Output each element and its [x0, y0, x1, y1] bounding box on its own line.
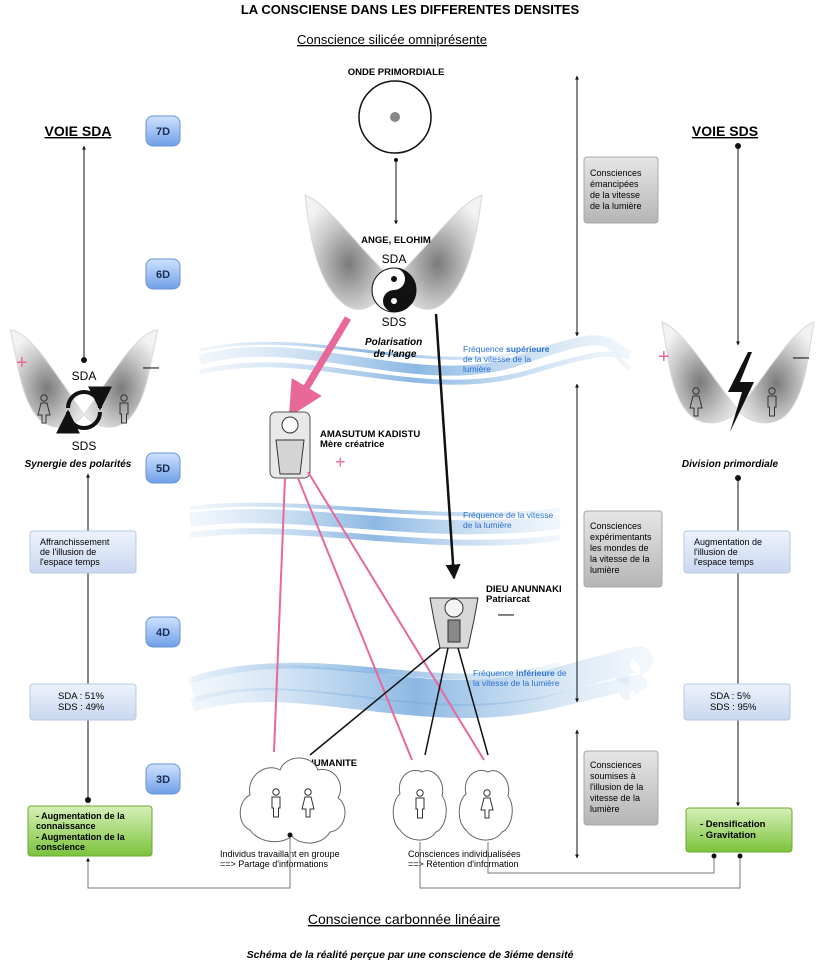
- box-emancipees-text: Consciences émancipées de la vitesse de …: [590, 168, 644, 211]
- box-soumises-text: Consciences soumises à l'illusion de la …: [590, 760, 646, 814]
- sda-dot: [81, 357, 87, 363]
- black-line-woman: [457, 647, 489, 756]
- individual-caption: Consciences individualisées ==> Rétentio…: [408, 849, 523, 869]
- sds-plus-sign: +: [658, 346, 670, 368]
- sda-plus-sign: +: [16, 352, 28, 374]
- density-badge-5d: 5D: [145, 452, 181, 484]
- sda-box-affranchissement: [29, 530, 137, 574]
- anunnaki-minus-sign: —: [498, 606, 514, 623]
- sds-caption: Division primordiale: [682, 459, 779, 470]
- box-emancipees: [583, 156, 659, 224]
- sds-box-densification-text: - Densification - Gravitation: [700, 819, 768, 841]
- density-badge-label: 6D: [156, 269, 170, 281]
- bottom-label: Conscience carbonnée linéaire: [308, 911, 500, 927]
- woman-cloud-icon: [458, 770, 513, 841]
- freq-lumiere-label: Fréquence de la vitesse de la lumière: [463, 510, 556, 530]
- density-badge-label: 5D: [156, 463, 170, 475]
- density-badge-6d: 6D: [145, 258, 181, 290]
- sda-box-ratio: [29, 683, 137, 721]
- ange-sda-label: SDA: [382, 252, 407, 266]
- man-cloud-icon: [392, 770, 447, 841]
- density-badge-7d: 7D: [145, 115, 181, 147]
- sda-wings-icon: [9, 329, 159, 434]
- sds-wings-icon: [661, 321, 815, 432]
- group-caption: Individus travaillant en groupe ==> Part…: [220, 849, 342, 869]
- box-experimentants-text: Consciences expérimentants les mondes de…: [590, 521, 654, 575]
- ange-wings-icon: [304, 194, 483, 310]
- caption: Schéma de la réalité perçue par une cons…: [247, 949, 574, 961]
- sds-bottom-dot-2: [737, 853, 743, 859]
- pink-line-group: [273, 477, 286, 753]
- amasutum-subtitle: Mère créatrice: [320, 439, 384, 450]
- black-line-man: [424, 647, 449, 756]
- sda-wings-top-label: SDA: [72, 369, 97, 383]
- onde-core-icon: [390, 112, 400, 122]
- sds-box-augmentation-illusion-text: Augmentation de l'illusion de l'espace t…: [694, 537, 765, 567]
- ange-caption: Polarisation de l'ange: [365, 337, 425, 360]
- sda-caption: Synergie des polarités: [25, 459, 132, 470]
- amasutum-title: AMASUTUM KADISTU: [320, 429, 420, 440]
- sds-minus-sign: —: [793, 349, 809, 366]
- group-cloud-icon: [239, 757, 346, 844]
- anunnaki-title: DIEU ANUNNAKI: [486, 584, 562, 595]
- sda-box-affranchissement-text: Affranchissement de l'illusion de l'espa…: [40, 537, 112, 567]
- sds-box-augmentation-illusion: [683, 530, 791, 574]
- sda-box-ratio-text: SDA : 51% SDS : 49%: [58, 691, 107, 713]
- density-badge-label: 3D: [156, 774, 170, 786]
- sda-wings-bottom-label: SDS: [72, 439, 97, 453]
- density-badge-label: 4D: [156, 627, 170, 639]
- density-badges: 7D 6D 5D 4D 3D: [145, 115, 181, 795]
- voie-sds-title: VOIE SDS: [692, 123, 758, 139]
- black-arrow-to-anunnaki: [434, 313, 461, 580]
- density-badge-3d: 3D: [145, 763, 181, 795]
- freq-inferieure-label: Fréquence inférieure de la vitesse de la…: [473, 668, 569, 688]
- voie-sda-title: VOIE SDA: [45, 123, 112, 139]
- wave-lumiere: [189, 502, 561, 546]
- sda-box-augmentation-text: - Augmentation de la connaissance - Augm…: [36, 811, 127, 852]
- freq-superieure-label: Fréquence supérieure de la vitesse de la…: [463, 344, 552, 374]
- pink-line-woman: [307, 471, 485, 761]
- sds-bottom-dot-1: [711, 853, 717, 859]
- amasutum-plus-sign: +: [335, 452, 346, 472]
- density-badge-4d: 4D: [145, 616, 181, 648]
- top-label: Conscience silicée omniprésente: [297, 32, 487, 47]
- density-badge-label: 7D: [156, 126, 170, 138]
- anunnaki-mask-icon: [429, 597, 479, 649]
- sda-minus-sign: —: [143, 359, 159, 376]
- amasutum-statue-icon: [269, 411, 311, 479]
- bottom-connectors: [86, 835, 741, 889]
- page-title: LA CONSCIENSE DANS LES DIFFERENTES DENSI…: [241, 2, 580, 17]
- pink-arrow-to-amasutum: [288, 316, 352, 418]
- box-soumises: [583, 750, 659, 826]
- sds-box-ratio-text: SDA : 5% SDS : 95%: [710, 691, 757, 713]
- yin-yang-icon: [371, 267, 417, 313]
- pink-line-man: [297, 477, 413, 761]
- sds-box-densification: [685, 807, 793, 853]
- anunnaki-subtitle: Patriarcat: [486, 594, 531, 605]
- wave-superieure: [198, 335, 632, 385]
- sds-box-ratio: [683, 683, 791, 721]
- ange-sds-label: SDS: [382, 315, 407, 329]
- onde-label: ONDE PRIMORDIALE: [348, 67, 445, 78]
- lightning-icon: [728, 352, 754, 432]
- sda-bottom-dot: [85, 797, 91, 803]
- black-line-group: [309, 647, 441, 756]
- sda-box-augmentation: [27, 805, 153, 857]
- ange-title: ANGE, ELOHIM: [361, 235, 431, 246]
- group-dot: [287, 832, 293, 838]
- box-experimentants: [583, 510, 663, 588]
- humanite-label: HUMANITE: [307, 758, 357, 769]
